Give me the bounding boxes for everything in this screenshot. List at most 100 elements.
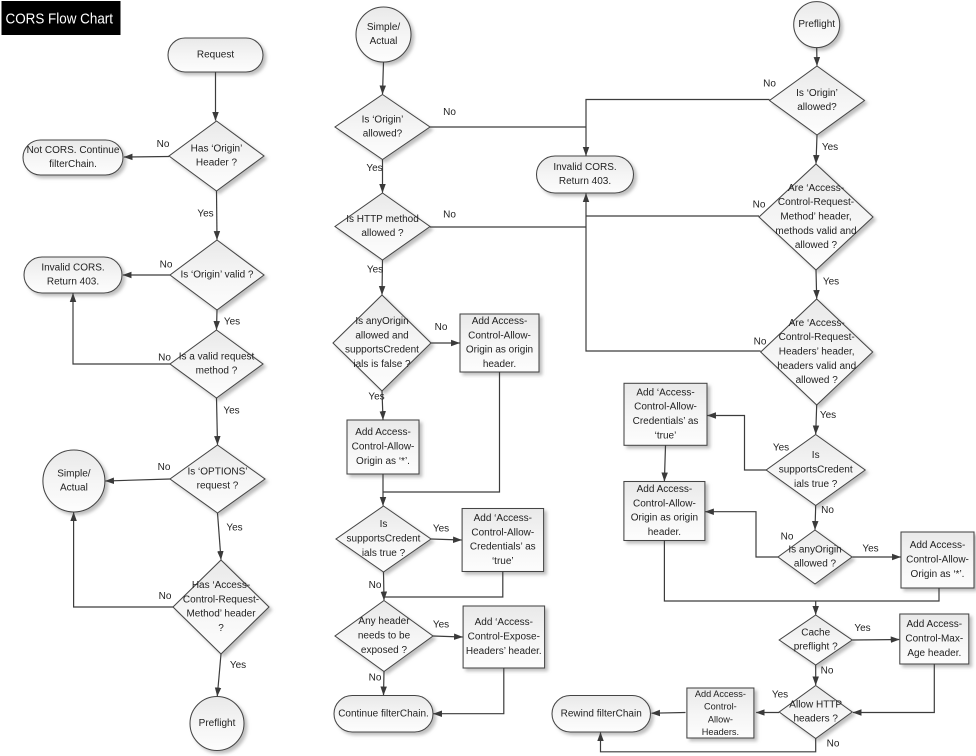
- svg-text:Continue filterChain.: Continue filterChain.: [338, 708, 429, 719]
- svg-text:Origin as origin: Origin as origin: [466, 345, 533, 356]
- svg-text:Credentials’ as: Credentials’ as: [633, 416, 699, 427]
- svg-text:allowed?: allowed?: [797, 102, 837, 113]
- svg-text:Is HTTP method: Is HTTP method: [346, 214, 419, 225]
- svg-text:method ?: method ?: [196, 366, 238, 377]
- svg-text:Control-Allow-: Control-Allow-: [906, 555, 969, 566]
- svg-text:supportsCredent: supportsCredent: [345, 345, 419, 356]
- svg-text:Yes: Yes: [822, 142, 838, 153]
- svg-text:Not CORS. Continue: Not CORS. Continue: [27, 145, 120, 156]
- svg-text:Any header: Any header: [358, 616, 410, 627]
- svg-text:No: No: [158, 462, 171, 473]
- svg-text:Add Access-: Add Access-: [907, 619, 963, 630]
- svg-text:Is ‘OPTIONS’: Is ‘OPTIONS’: [187, 466, 247, 477]
- svg-text:Rewind filterChain: Rewind filterChain: [561, 708, 642, 719]
- svg-text:No: No: [443, 107, 456, 118]
- svg-text:‘true’: ‘true’: [492, 556, 514, 567]
- svg-text:Is ‘Origin’: Is ‘Origin’: [796, 88, 838, 99]
- svg-text:Is: Is: [380, 519, 388, 530]
- svg-text:Invalid CORS.: Invalid CORS.: [41, 262, 104, 273]
- svg-text:Control-: Control-: [704, 702, 737, 712]
- svg-text:allowed ?: allowed ?: [795, 240, 838, 251]
- svg-text:No: No: [159, 591, 172, 602]
- svg-text:No: No: [160, 260, 173, 271]
- svg-text:Return 403.: Return 403.: [559, 176, 611, 187]
- svg-text:Yes: Yes: [226, 523, 242, 534]
- svg-text:No: No: [158, 353, 171, 364]
- svg-text:Headers.: Headers.: [702, 727, 739, 737]
- svg-text:Control-Max-: Control-Max-: [905, 634, 963, 645]
- svg-text:allowed and: allowed and: [355, 330, 408, 341]
- svg-text:Add ‘Access-: Add ‘Access-: [475, 617, 533, 628]
- svg-text:Control-Request-: Control-Request-: [183, 594, 259, 605]
- svg-text:Add ‘Access-: Add ‘Access-: [474, 513, 532, 524]
- svg-text:?: ?: [218, 623, 224, 634]
- svg-text:Headers’ header.: Headers’ header.: [466, 646, 542, 657]
- svg-text:No: No: [753, 200, 766, 211]
- svg-text:Origin as ‘*’.: Origin as ‘*’.: [911, 569, 965, 580]
- svg-text:Yes: Yes: [366, 163, 382, 174]
- svg-text:supportsCredent: supportsCredent: [347, 534, 421, 545]
- svg-text:allowed ?: allowed ?: [361, 228, 404, 239]
- svg-text:Yes: Yes: [367, 265, 383, 276]
- svg-text:Has ‘Origin’: Has ‘Origin’: [191, 143, 243, 154]
- svg-text:Cache: Cache: [801, 627, 830, 638]
- svg-text:ials is false ?: ials is false ?: [353, 359, 411, 370]
- svg-text:Yes: Yes: [772, 690, 788, 701]
- svg-text:Yes: Yes: [773, 443, 789, 454]
- svg-text:Control-Allow-: Control-Allow-: [633, 498, 696, 509]
- svg-text:ials true ?: ials true ?: [362, 548, 406, 559]
- svg-text:Is anyOrigin: Is anyOrigin: [788, 544, 841, 555]
- svg-text:Allow-: Allow-: [708, 714, 733, 724]
- svg-text:Headers’ header,: Headers’ header,: [779, 347, 855, 358]
- svg-text:Method’ header: Method’ header: [186, 609, 256, 620]
- svg-text:Origin as ‘*’.: Origin as ‘*’.: [356, 456, 410, 467]
- svg-text:No: No: [754, 337, 767, 348]
- svg-text:No: No: [157, 139, 170, 150]
- svg-text:Header ?: Header ?: [196, 158, 238, 169]
- svg-text:Control-Allow-: Control-Allow-: [634, 402, 697, 413]
- svg-text:Are ‘Access-: Are ‘Access-: [789, 318, 845, 329]
- svg-text:Simple/: Simple/: [57, 468, 91, 479]
- svg-text:Add Access-: Add Access-: [472, 316, 528, 327]
- svg-text:Yes: Yes: [433, 524, 449, 535]
- svg-text:No: No: [821, 505, 834, 516]
- svg-text:Control-Allow-: Control-Allow-: [352, 442, 415, 453]
- svg-text:Control-Request-: Control-Request-: [779, 332, 855, 343]
- svg-text:preflight ?: preflight ?: [794, 642, 838, 653]
- svg-text:Origin as origin: Origin as origin: [631, 513, 698, 524]
- svg-text:allowed?: allowed?: [363, 129, 403, 140]
- svg-text:Return 403.: Return 403.: [47, 277, 99, 288]
- svg-text:Yes: Yes: [823, 277, 839, 288]
- svg-text:Yes: Yes: [862, 544, 878, 555]
- svg-text:Yes: Yes: [223, 406, 239, 417]
- svg-text:Control-Request-: Control-Request-: [778, 197, 854, 208]
- svg-text:No: No: [827, 739, 840, 750]
- svg-text:Is ‘Origin’: Is ‘Origin’: [362, 114, 404, 125]
- svg-text:Simple/: Simple/: [367, 22, 401, 33]
- svg-text:Add Access-: Add Access-: [910, 540, 966, 551]
- svg-text:Has ‘Access-: Has ‘Access-: [192, 580, 250, 591]
- svg-text:Is a valid request: Is a valid request: [179, 351, 255, 362]
- svg-text:ials true ?: ials true ?: [794, 479, 838, 490]
- svg-text:Add Access-: Add Access-: [695, 689, 746, 699]
- svg-text:Add Access-: Add Access-: [355, 427, 411, 438]
- svg-text:Is ‘Origin’ valid ?: Is ‘Origin’ valid ?: [181, 270, 254, 281]
- svg-text:Preflight: Preflight: [199, 718, 236, 729]
- svg-text:No: No: [781, 532, 794, 543]
- svg-text:Control-Allow-: Control-Allow-: [471, 527, 534, 538]
- svg-text:Control-Allow-: Control-Allow-: [468, 330, 531, 341]
- svg-text:No: No: [821, 666, 834, 677]
- svg-text:Actual: Actual: [60, 483, 88, 494]
- svg-text:Allow HTTP: Allow HTTP: [789, 699, 842, 710]
- svg-text:allowed ?: allowed ?: [796, 375, 839, 386]
- svg-text:methods valid and: methods valid and: [775, 226, 856, 237]
- svg-text:Yes: Yes: [368, 392, 384, 403]
- svg-text:Is: Is: [812, 450, 820, 461]
- svg-text:Credentials’ as: Credentials’ as: [470, 542, 536, 553]
- svg-text:exposed ?: exposed ?: [361, 645, 408, 656]
- svg-text:Yes: Yes: [224, 317, 240, 328]
- svg-text:Yes: Yes: [230, 660, 246, 671]
- svg-text:Yes: Yes: [820, 410, 836, 421]
- svg-text:headers valid and: headers valid and: [777, 361, 856, 372]
- svg-text:No: No: [763, 79, 776, 90]
